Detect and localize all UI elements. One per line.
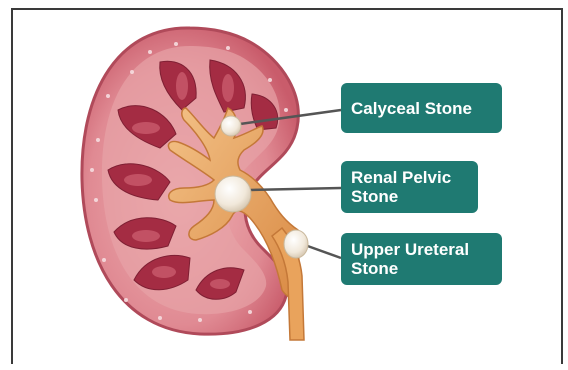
upper-ureteral-stone-text-line2: Stone [351,259,492,278]
renal-pelvic-stone-text-line2: Stone [351,187,468,206]
calyceal-stone-label: Calyceal Stone [341,83,502,133]
renal-pelvic-stone [215,176,251,212]
renal-pelvic-stone-label: Renal Pelvic Stone [341,161,478,213]
calyceal-stone-text: Calyceal Stone [351,99,492,118]
renal-pelvic-stone-text-line1: Renal Pelvic [351,168,468,187]
upper-ureteral-stone-text-line1: Upper Ureteral [351,240,492,259]
upper-ureteral-stone-label: Upper Ureteral Stone [341,233,502,285]
upper-ureteral-stone [284,230,308,258]
calyceal-stone [221,116,241,136]
